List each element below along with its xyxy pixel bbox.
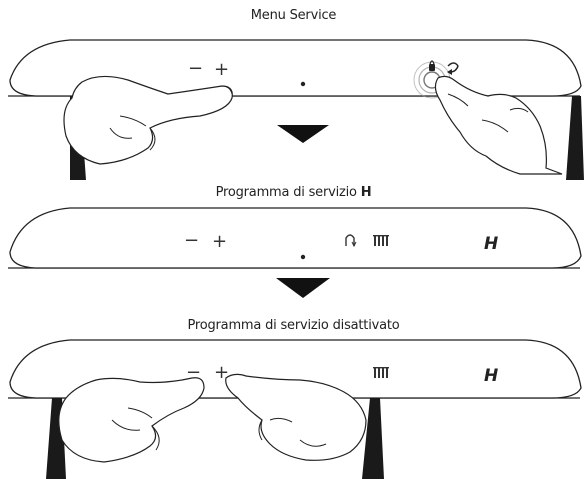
panel-1-dot	[300, 81, 306, 87]
panel-2-dot	[300, 254, 306, 260]
caption-service-program-deactivated: Programma di servizio disattivato	[0, 318, 587, 333]
panel-1-right-leg	[566, 96, 584, 180]
hand-icon	[434, 75, 563, 175]
caption-text: Menu Service	[250, 8, 337, 23]
caption-text: Programma di servizio disattivato	[187, 318, 400, 333]
control-panel-1: − +	[8, 39, 584, 180]
panel-2-plus[interactable]: +	[212, 231, 227, 252]
panel-3-plus[interactable]: +	[214, 362, 229, 383]
control-panel-3: − + H	[8, 339, 582, 479]
arrow-down-icon	[276, 278, 330, 298]
panel-1-minus[interactable]: −	[188, 58, 203, 79]
caption-menu-service: Menu Service	[0, 8, 587, 23]
grill-icon[interactable]	[373, 235, 389, 246]
panel-1-plus[interactable]: +	[214, 59, 229, 80]
panel-3-right-leg	[362, 398, 384, 479]
caption-service-program-h: Programma di servizio H	[0, 185, 587, 200]
back-arrow-icon[interactable]	[447, 62, 459, 75]
grill-icon[interactable]	[373, 367, 389, 378]
panel-2-minus[interactable]: −	[184, 230, 199, 251]
control-panel-2: − + H	[8, 207, 582, 269]
caption-text: Programma di servizio	[215, 185, 361, 200]
hand-icon	[58, 377, 205, 463]
recirculation-icon[interactable]	[345, 234, 357, 248]
hand-icon	[63, 75, 233, 165]
hand-icon	[225, 373, 367, 461]
panel-3-display-h: H	[484, 366, 498, 386]
arrow-down-icon	[277, 125, 329, 143]
panel-2-display-h: H	[484, 234, 498, 254]
panel-2-surface	[9, 207, 582, 269]
caption-bold-h: H	[360, 185, 372, 200]
